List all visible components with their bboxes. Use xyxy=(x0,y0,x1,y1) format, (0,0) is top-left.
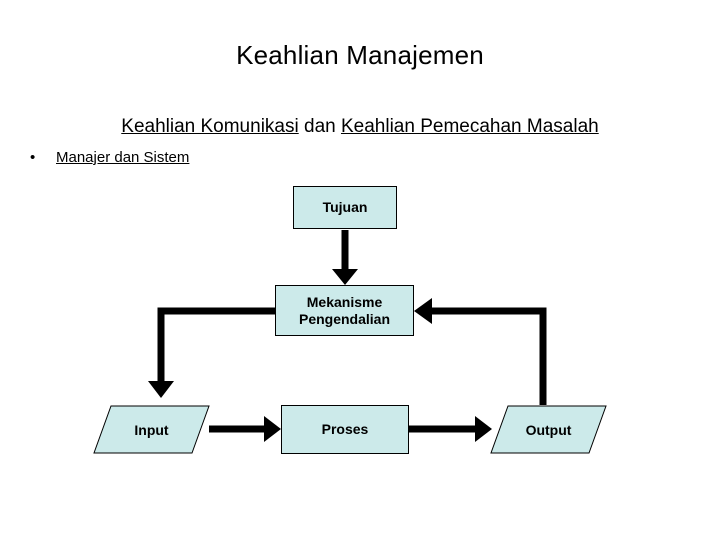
node-mekanisme-pengendalian: Mekanisme Pengendalian xyxy=(275,285,414,336)
arrow-input-to-proses xyxy=(209,416,281,442)
subtitle-conjunction: dan xyxy=(298,116,341,137)
node-input: Input xyxy=(93,405,210,454)
bullet-item-label: Manajer dan Sistem xyxy=(56,149,190,166)
subtitle-part-two: Keahlian Pemecahan Masalah xyxy=(340,116,599,137)
arrow-output-to-mekanisme xyxy=(414,298,547,405)
node-proses-label: Proses xyxy=(321,421,369,437)
node-mekanisme-label-line1: Mekanisme xyxy=(306,293,383,310)
arrow-mekanisme-to-input xyxy=(148,307,275,398)
node-input-label: Input xyxy=(134,421,169,438)
arrow-tujuan-to-mekanisme xyxy=(332,230,358,285)
node-proses: Proses xyxy=(281,405,409,454)
node-mekanisme-label-line2: Pengendalian xyxy=(298,310,391,327)
node-tujuan: Tujuan xyxy=(293,186,397,229)
parallelogram-shape-input xyxy=(93,405,210,454)
bullet-marker-icon: • xyxy=(30,149,36,166)
subtitle: Keahlian Komunikasi dan Keahlian Pemecah… xyxy=(0,116,720,138)
node-output: Output xyxy=(490,405,607,454)
bullet-item: • Manajer dan Sistem xyxy=(30,148,189,168)
arrow-proses-to-output xyxy=(409,416,492,442)
node-output-label: Output xyxy=(525,421,572,438)
subtitle-part-one: Keahlian Komunikasi xyxy=(121,116,299,137)
page-title: Keahlian Manajemen xyxy=(236,40,484,70)
parallelogram-shape-output xyxy=(490,405,607,454)
node-tujuan-label: Tujuan xyxy=(322,199,368,215)
